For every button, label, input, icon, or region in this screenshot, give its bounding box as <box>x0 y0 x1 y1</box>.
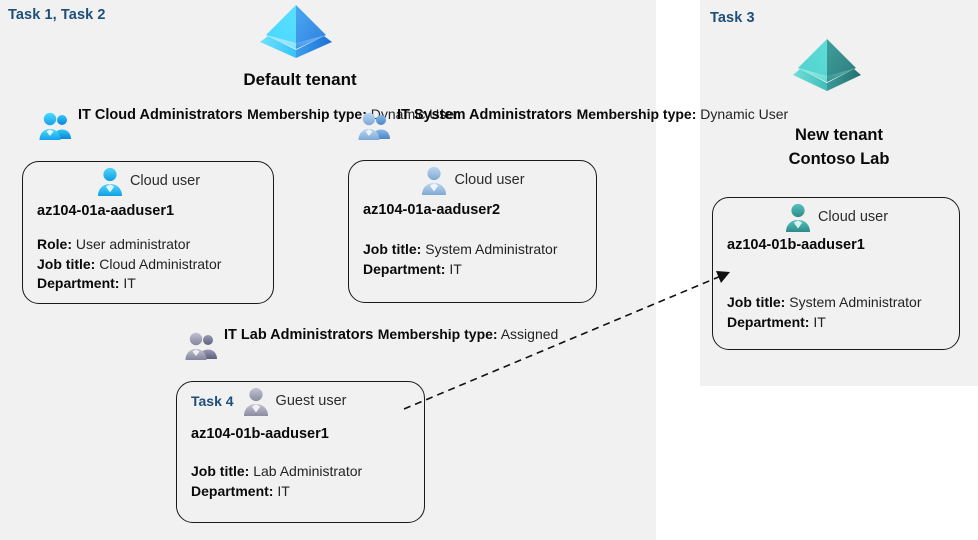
attribute-value: Cloud Administrator <box>99 255 222 272</box>
membership-value: Assigned <box>500 326 559 342</box>
user-card-az104-01b-aaduser1: Cloud user az104-01b-aaduser1 Job title:… <box>712 197 960 350</box>
attribute-row: Job title: Lab Administrator <box>191 462 424 482</box>
card-body: az104-01a-aaduser2 Job title: System Adm… <box>349 202 596 279</box>
group-membership: Membership type: Assigned <box>378 326 559 342</box>
group-text: IT Lab Administrators Membership type: A… <box>224 324 558 346</box>
membership-value: Dynamic User <box>700 106 789 122</box>
attribute-label: Job title: <box>363 241 422 257</box>
attribute-value: System Administrator <box>789 294 922 310</box>
attribute-value: System Administrator <box>425 241 558 257</box>
card-body: az104-01b-aaduser1 Job title: Lab Admini… <box>177 426 424 501</box>
group-users-icon <box>184 331 218 361</box>
cloud-user-icon <box>420 165 448 195</box>
card-body: az104-01a-aaduser1 Role: User administra… <box>23 203 273 294</box>
new-tenant-title-line1: New tenant <box>794 126 883 144</box>
user-principal-name: az104-01b-aaduser1 <box>727 237 865 253</box>
group-name: IT System Administrators <box>397 107 573 123</box>
attribute-label: Job title: <box>727 294 786 310</box>
attribute-value: IT <box>449 260 462 277</box>
user-attributes: Job title: Lab Administrator Department:… <box>191 462 424 501</box>
attribute-label: Job title: <box>191 463 250 479</box>
cloud-user-icon <box>96 166 124 196</box>
group-it-lab-administrators: IT Lab Administrators Membership type: A… <box>184 324 558 361</box>
attribute-label: Department: <box>363 260 446 277</box>
guest-user-icon <box>242 386 270 416</box>
attribute-row: Job title: System Administrator <box>727 293 959 313</box>
default-tenant-title: Default tenant <box>243 70 357 89</box>
user-type-label: Guest user <box>275 393 347 409</box>
card-body: az104-01b-aaduser1 Job title: System Adm… <box>713 237 959 332</box>
group-name: IT Cloud Administrators <box>78 107 243 123</box>
attribute-label: Job title: <box>37 255 96 272</box>
group-text: IT System Administrators Membership type… <box>397 104 788 126</box>
attribute-row: Job title: System Administrator <box>363 240 596 260</box>
membership-value: Dynamic User <box>370 106 459 122</box>
attribute-value: IT <box>277 482 290 499</box>
user-attributes: Job title: System Administrator Departme… <box>727 293 959 332</box>
membership-label: Membership type: <box>247 106 367 122</box>
user-type-label: Cloud user <box>129 173 201 189</box>
task-label-3: Task 3 <box>710 10 755 26</box>
user-principal-name: az104-01a-aaduser1 <box>37 203 175 219</box>
membership-label: Membership type: <box>576 106 697 122</box>
card-header: Cloud user <box>713 198 959 232</box>
task-label-1-2: Task 1, Task 2 <box>8 7 106 23</box>
new-tenant-title: New tenant Contoso Lab <box>700 124 978 172</box>
group-users-icon <box>357 111 391 141</box>
azure-ad-tenant-icon-new <box>789 36 865 102</box>
card-header: Cloud user <box>349 161 596 195</box>
group-text: IT Cloud Administrators Membership type:… <box>78 104 459 126</box>
group-it-cloud-administrators: IT Cloud Administrators Membership type:… <box>38 104 459 141</box>
attribute-value: Lab Administrator <box>253 463 363 479</box>
attribute-row: Department: IT <box>727 313 959 333</box>
new-tenant-title-line2: Contoso Lab <box>788 149 890 168</box>
group-name: IT Lab Administrators <box>224 327 374 343</box>
user-card-az104-01a-aaduser1: Cloud user az104-01a-aaduser1 Role: User… <box>22 161 274 304</box>
group-membership: Membership type: Dynamic User <box>577 106 789 122</box>
group-users-icon <box>38 111 72 141</box>
card-header: Task 4 Guest user <box>177 382 424 416</box>
task-label-4: Task 4 <box>191 393 234 409</box>
user-type-label: Cloud user <box>817 209 889 225</box>
attribute-label: Department: <box>191 482 274 499</box>
attribute-row: Role: User administrator <box>37 235 273 255</box>
attribute-label: Department: <box>37 275 120 292</box>
user-type-label: Cloud user <box>454 172 525 188</box>
group-membership: Membership type: Dynamic User <box>247 106 459 122</box>
cloud-user-icon <box>784 202 812 232</box>
user-attributes: Role: User administrator Job title: Clou… <box>37 235 273 294</box>
membership-label: Membership type: <box>377 326 498 342</box>
attribute-row: Department: IT <box>363 260 596 280</box>
user-card-guest-az104-01b-aaduser1: Task 4 Guest user az104-01b-aaduser1 Job… <box>176 381 425 523</box>
user-card-az104-01a-aaduser2: Cloud user az104-01a-aaduser2 Job title:… <box>348 160 597 303</box>
attribute-value: IT <box>813 313 826 330</box>
attribute-label: Role: <box>37 236 72 252</box>
user-principal-name: az104-01b-aaduser1 <box>191 426 329 442</box>
group-it-system-administrators: IT System Administrators Membership type… <box>357 104 788 141</box>
user-attributes: Job title: System Administrator Departme… <box>363 240 596 279</box>
attribute-row: Department: IT <box>191 482 424 502</box>
attribute-value: User administrator <box>75 236 191 252</box>
azure-ad-tenant-icon-default <box>256 2 336 70</box>
attribute-row: Job title: Cloud Administrator <box>37 255 273 275</box>
attribute-row: Department: IT <box>37 274 273 294</box>
user-principal-name: az104-01a-aaduser2 <box>363 202 501 218</box>
attribute-label: Department: <box>727 313 810 330</box>
attribute-value: IT <box>123 275 136 292</box>
card-header: Cloud user <box>23 162 273 196</box>
